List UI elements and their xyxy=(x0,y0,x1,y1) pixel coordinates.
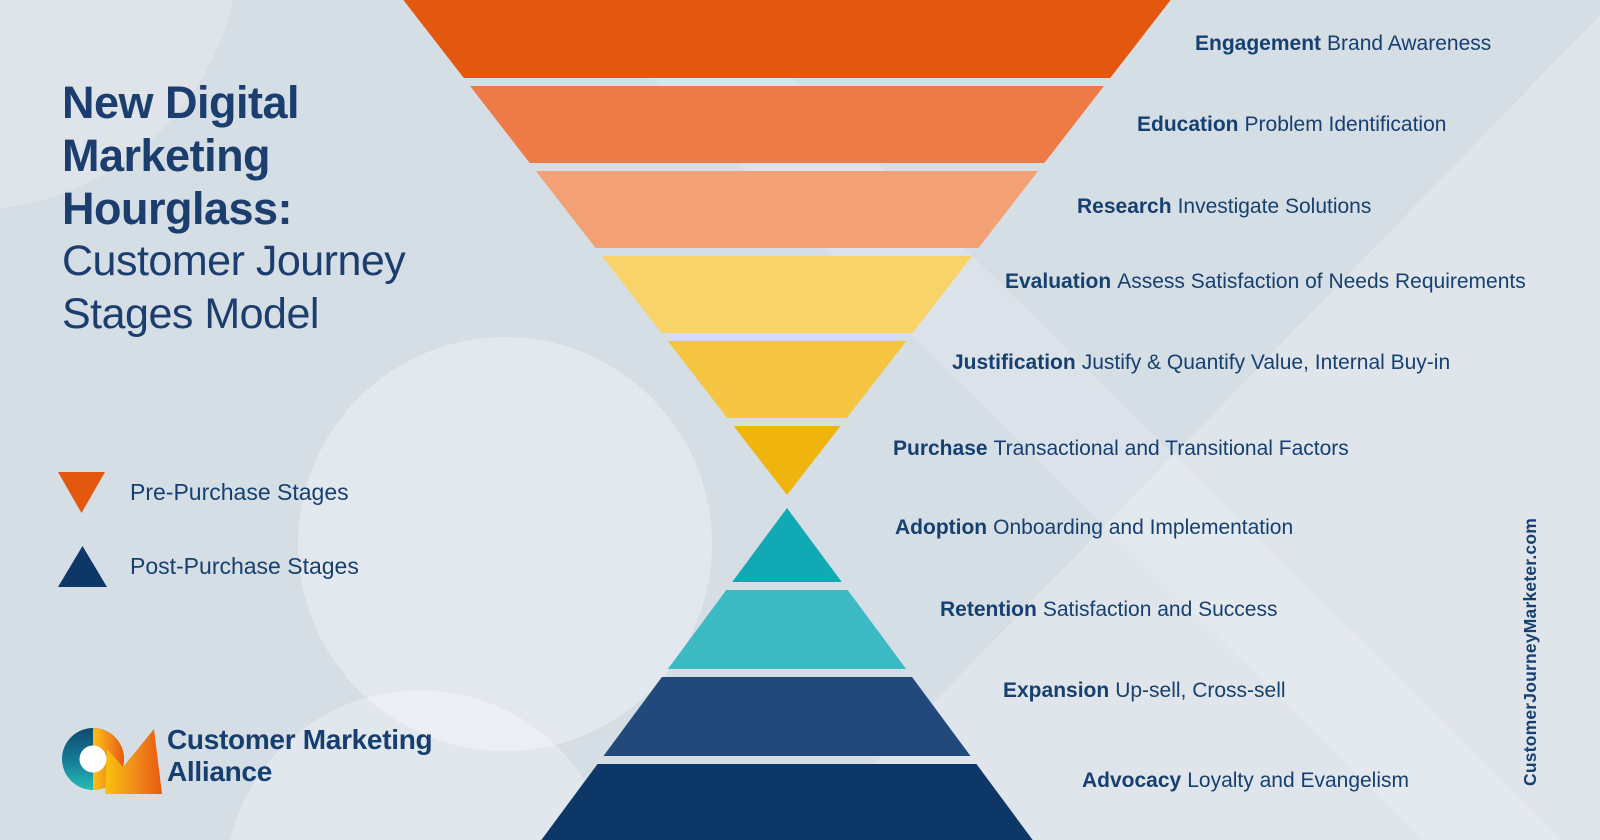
stage-name: Evaluation xyxy=(1005,270,1112,293)
stage-name: Advocacy xyxy=(1082,769,1182,792)
logo-wordmark: Customer Marketing Alliance xyxy=(167,724,433,788)
legend-item-post-purchase: Post-Purchase Stages xyxy=(58,546,359,587)
stage-description: Investigate Solutions xyxy=(1177,195,1372,218)
title-line: New Digital xyxy=(62,77,300,128)
stage-description: Assess Satisfaction of Needs Requirement… xyxy=(1117,270,1526,293)
stage-band-evaluation xyxy=(601,256,973,333)
background-circle-top-left xyxy=(0,0,234,209)
stage-description: Transactional and Transitional Factors xyxy=(993,437,1349,460)
stage-name: Purchase xyxy=(893,437,988,460)
subtitle-line: Customer Journey xyxy=(62,237,406,285)
stage-description: Loyalty and Evangelism xyxy=(1187,769,1410,792)
background-circle-left xyxy=(298,337,712,751)
stage-name: Expansion xyxy=(1003,679,1110,702)
stage-band-advocacy xyxy=(541,764,1033,840)
stage-description: Problem Identification xyxy=(1244,113,1447,136)
stage-name: Research xyxy=(1077,195,1172,218)
stage-band-research xyxy=(535,171,1039,248)
logo-line: Alliance xyxy=(167,756,272,787)
title-block: New Digital Marketing Hourglass: Custome… xyxy=(62,76,406,341)
stage-name: Adoption xyxy=(895,516,988,539)
stage-name: Retention xyxy=(940,598,1037,621)
title-line: Hourglass: xyxy=(62,183,293,234)
logo-line: Customer Marketing xyxy=(167,724,433,755)
triangle-down-icon xyxy=(58,472,105,513)
stage-band-retention xyxy=(667,590,907,669)
background-circle-bottom-left xyxy=(230,690,610,840)
watermark-url: CustomerJourneyMarketer.com xyxy=(1520,518,1540,787)
stage-description: Onboarding and Implementation xyxy=(993,516,1294,539)
background-wedge-right xyxy=(800,15,1600,840)
stage-name: Education xyxy=(1137,113,1239,136)
customer-marketing-alliance-logo-icon xyxy=(62,728,162,794)
stage-description: Justify & Quantify Value, Internal Buy-i… xyxy=(1081,351,1451,374)
stage-description: Brand Awareness xyxy=(1327,32,1492,55)
stage-band-expansion xyxy=(603,677,971,756)
stage-description: Up-sell, Cross-sell xyxy=(1115,679,1286,702)
stage-name: Engagement xyxy=(1195,32,1322,55)
legend-label: Pre-Purchase Stages xyxy=(130,479,349,505)
stage-band-adoption xyxy=(732,508,842,582)
title-line: Marketing xyxy=(62,130,271,181)
legend-item-pre-purchase: Pre-Purchase Stages xyxy=(58,472,349,513)
stage-band-engagement xyxy=(403,0,1171,78)
stage-band-justification xyxy=(667,341,907,418)
legend-label: Post-Purchase Stages xyxy=(130,553,359,579)
stage-band-education xyxy=(470,86,1104,163)
stage-name: Justification xyxy=(952,351,1076,374)
triangle-up-icon xyxy=(58,546,107,587)
subtitle-line: Stages Model xyxy=(62,290,319,338)
stage-band-purchase xyxy=(733,426,841,495)
stage-description: Satisfaction and Success xyxy=(1042,598,1278,621)
